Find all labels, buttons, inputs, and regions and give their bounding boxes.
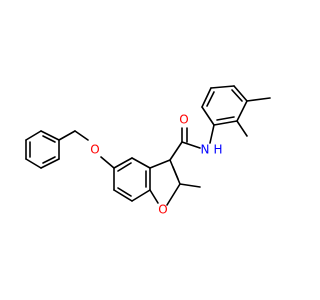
double-bond: [117, 187, 132, 197]
bond: [209, 124, 215, 144]
benzyl-ring: [25, 130, 60, 169]
bond: [236, 100, 248, 122]
bond: [166, 183, 181, 206]
bond: [113, 189, 133, 202]
bond: [201, 87, 212, 108]
bond: [40, 158, 60, 169]
bond: [169, 141, 183, 161]
double-bond: [42, 156, 56, 164]
bond: [201, 106, 215, 126]
amide-oxygen-label: O: [179, 113, 188, 127]
bond: [113, 157, 133, 169]
double-bond: [117, 162, 132, 172]
bond: [25, 130, 42, 141]
double-bond: [231, 89, 243, 102]
double-bond: [172, 166, 179, 180]
methyl-bond: [246, 97, 271, 102]
double-bond: [42, 135, 56, 143]
bond: [74, 130, 89, 141]
structure-canvas: O N H O O: [25, 85, 271, 217]
ether-oxygen-label: O: [90, 143, 99, 157]
bond: [100, 156, 115, 169]
bond: [131, 157, 151, 169]
bond: [233, 85, 248, 102]
bond: [210, 85, 235, 89]
dimethylphenyl-ring: [201, 85, 271, 137]
amide-hydrogen-label: H: [213, 143, 222, 157]
methyl-bond: [236, 120, 248, 137]
chemical-structure-diagram: O N H O O: [25, 85, 271, 217]
bond: [149, 159, 171, 169]
bond: [131, 189, 151, 202]
furan-ring: [149, 159, 201, 206]
bond: [213, 120, 238, 126]
bond: [149, 189, 159, 204]
bond: [181, 141, 201, 149]
bond: [25, 158, 42, 169]
double-bond: [216, 116, 235, 121]
bond: [58, 130, 76, 141]
benzyl-linker: [58, 130, 115, 169]
amide-nitrogen-label: N: [201, 143, 210, 157]
bond: [40, 130, 60, 141]
furan-oxygen-label: O: [158, 203, 167, 217]
methyl-bond: [179, 183, 201, 188]
benzofuran-benzene-ring: [113, 157, 151, 202]
double-bond: [206, 91, 215, 107]
carboxamide: [169, 124, 215, 161]
atom-labels: O N H O O: [90, 113, 222, 217]
